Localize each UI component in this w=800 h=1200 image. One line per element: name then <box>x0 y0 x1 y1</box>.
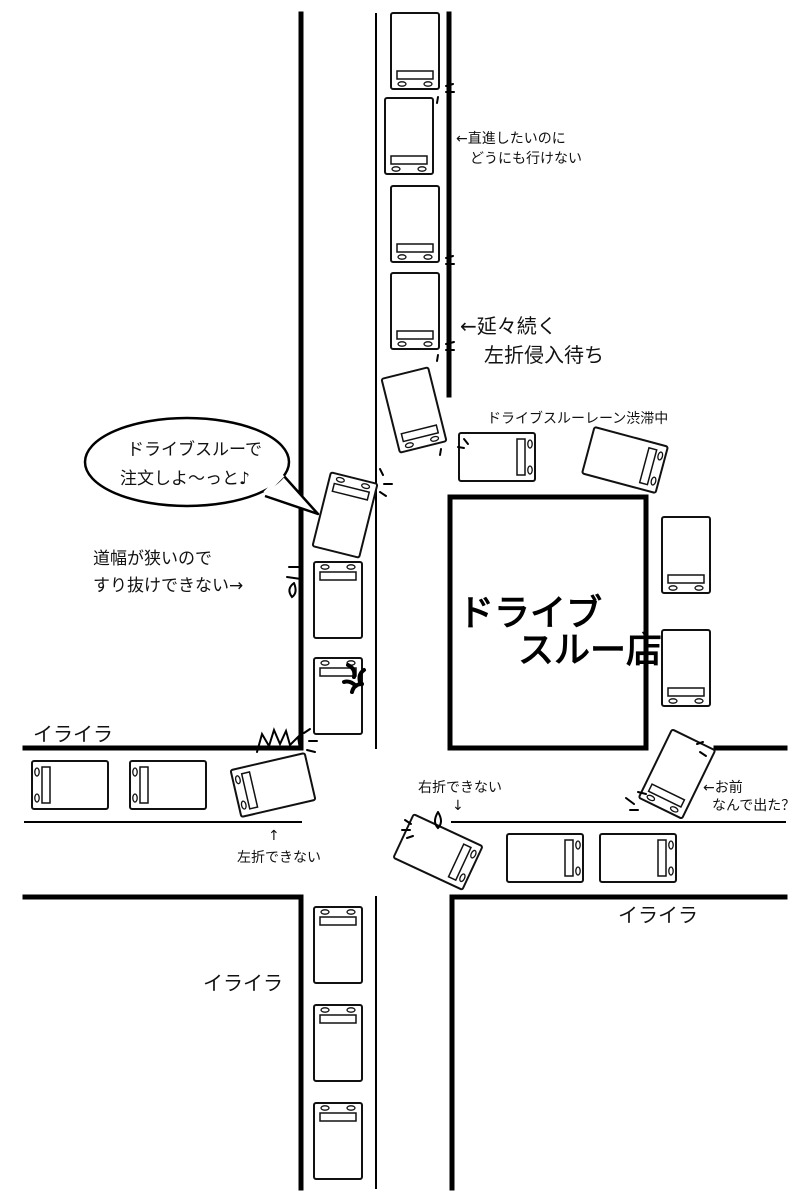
label-cant-left-arrow: ↑ <box>268 828 280 844</box>
label-irritated-bottom: イライラ <box>203 971 283 995</box>
crash-burst-icon <box>256 727 318 753</box>
car-cant-turn-right <box>392 813 484 891</box>
car-lower-road-2 <box>313 1004 363 1082</box>
label-irritated-right: イライラ <box>618 903 698 927</box>
label-narrow-line1: 道幅が狭いので <box>93 549 212 569</box>
label-left-wait-line1: ←延々続く <box>460 314 557 338</box>
label-straight-line1: ←直進したいのに <box>456 130 566 147</box>
label-omae-line1: ←お前 <box>703 779 743 796</box>
car-ordering-driver <box>311 471 379 559</box>
label-cant-right: 右折できない <box>418 780 502 796</box>
car-right-road-2 <box>599 833 677 883</box>
car-lower-road-1 <box>313 906 363 984</box>
sweat-drop-icon <box>286 566 302 599</box>
car-drivethru-lane-4 <box>661 629 711 707</box>
store-name-line2: スルー店 <box>518 630 662 671</box>
car-drivethru-lane-1 <box>458 432 536 482</box>
label-drivethru-lane-jam: ドライブスルーレーン渋滞中 <box>487 410 668 427</box>
store-name-line1: ドライブ <box>458 592 602 634</box>
car-left-road-2 <box>129 760 207 810</box>
car-queue-3 <box>390 185 440 263</box>
surprise-drop-icon <box>401 811 442 839</box>
car-drivethru-lane-3 <box>661 516 711 594</box>
drive-thru-store-building <box>447 494 649 751</box>
car-cant-turn-left <box>229 752 317 818</box>
squeak-marks-queue <box>379 83 469 497</box>
label-left-wait-line2: 左折侵入待ち <box>484 343 604 367</box>
bubble-text-line2: 注文しよ～っと♪ <box>120 469 250 489</box>
car-queue-1 <box>390 12 440 90</box>
label-cant-right-arrow: ↓ <box>452 798 464 814</box>
anger-mark-icon <box>342 663 366 694</box>
car-queue-4 <box>390 272 440 350</box>
speech-bubble: ドライブスルーで 注文しよ～っと♪ <box>83 416 320 516</box>
car-stuck-left-lane-1 <box>313 561 363 639</box>
car-turning-into-store <box>380 366 448 454</box>
label-omae-line2: なんで出た？ <box>712 798 795 814</box>
label-irritated-left: イライラ <box>33 722 113 746</box>
car-drivethru-lane-2 <box>581 425 669 495</box>
bubble-text-line1: ドライブスルーで <box>127 439 262 460</box>
label-cant-left: 左折できない <box>237 850 321 866</box>
car-exiting-store <box>637 728 717 820</box>
car-queue-2 <box>384 97 434 175</box>
car-lower-road-3 <box>313 1102 363 1180</box>
car-right-road-1 <box>506 833 584 883</box>
shock-marks-exit <box>625 741 707 811</box>
car-left-road-1 <box>31 760 109 810</box>
road-lines <box>22 11 788 1191</box>
label-narrow-line2: すり抜けできない→ <box>93 576 243 596</box>
expression-marks <box>256 83 707 839</box>
label-straight-line2: どうにも行けない <box>470 151 582 167</box>
